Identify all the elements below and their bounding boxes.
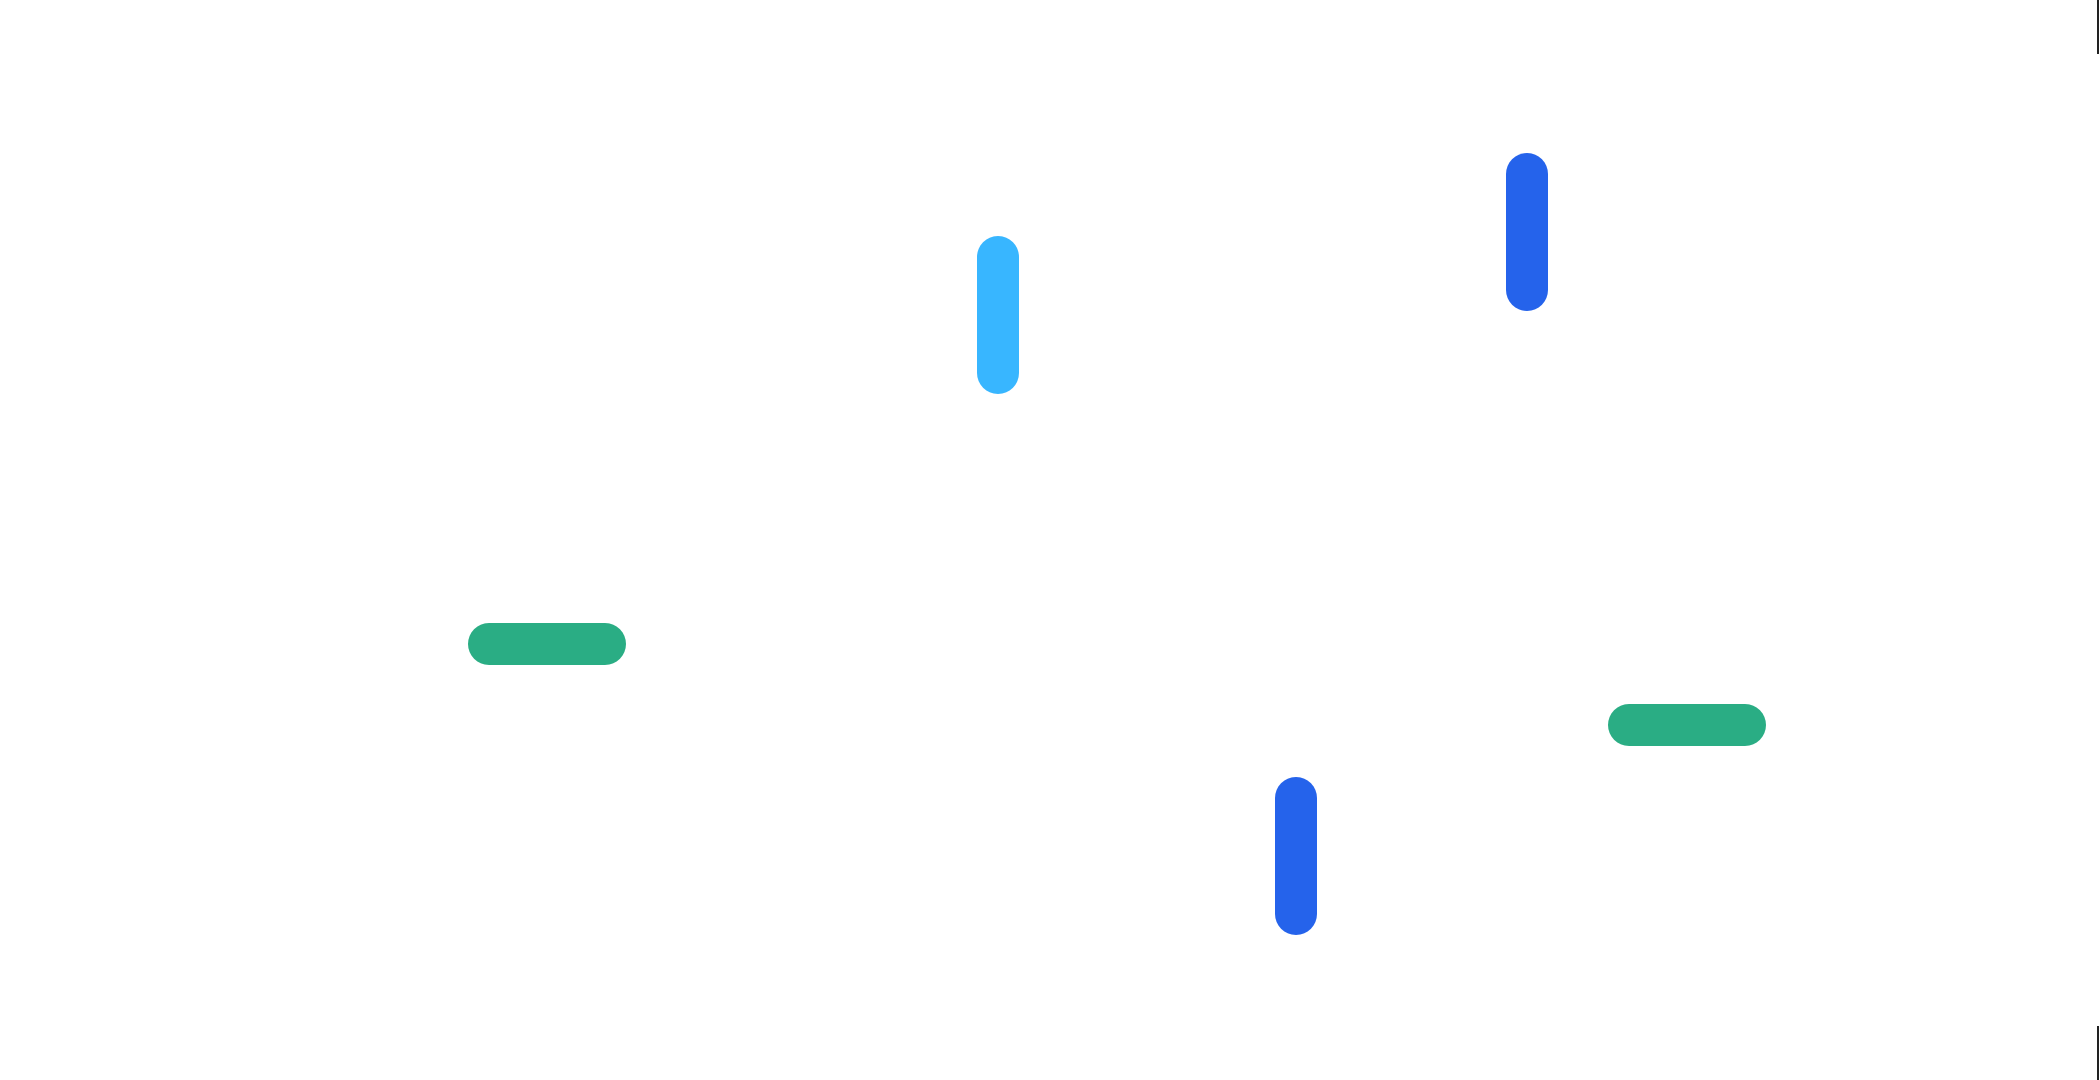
pill-green-horizontal-left[interactable] bbox=[468, 623, 626, 665]
edge-marker-top-right bbox=[2097, 0, 2099, 54]
pill-blue-vertical-bottom[interactable] bbox=[1275, 777, 1317, 935]
pill-green-horizontal-right[interactable] bbox=[1608, 704, 1766, 746]
pill-blue-vertical-top-right[interactable] bbox=[1506, 153, 1548, 311]
edge-marker-bottom-right bbox=[2097, 1026, 2099, 1080]
pill-sky-blue-vertical[interactable] bbox=[977, 236, 1019, 394]
